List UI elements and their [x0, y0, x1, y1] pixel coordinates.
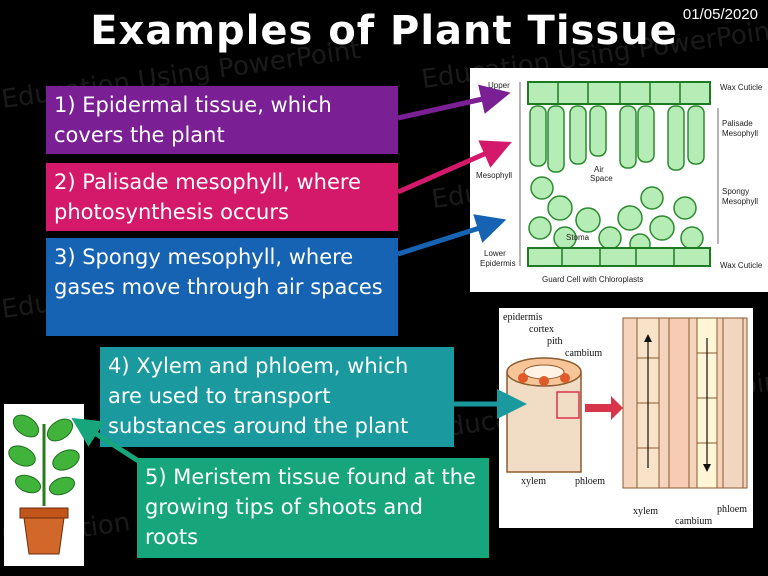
zoom-arrow-icon: [585, 396, 623, 420]
box-meristem-tissue: 5) Meristem tissue found at the growing …: [137, 458, 489, 558]
lower-epidermis-cells: [527, 247, 711, 267]
vascular-tissue-detail: [622, 317, 748, 489]
arrow-meristem: [71, 417, 142, 465]
epidermis-label: Epidermis: [480, 259, 516, 268]
guard-cell-label: Guard Cell with Chloroplasts: [542, 275, 643, 284]
box-xylem-phloem: 4) Xylem and phloem, which are used to t…: [100, 347, 454, 447]
lower-label: Lower: [484, 249, 506, 258]
cambium-top-label: cambium: [565, 348, 602, 359]
palisade-cells: [529, 105, 705, 173]
slide-date: 01/05/2020: [682, 6, 758, 23]
stem-cylinder: [506, 357, 582, 473]
box-palisade-mesophyll: 2) Palisade mesophyll, where photosynthe…: [46, 163, 398, 231]
space-label: Space: [590, 174, 613, 183]
potted-plant-image: [4, 404, 84, 566]
arrow-spongy: [397, 214, 507, 257]
cortex-label: cortex: [529, 324, 554, 335]
cambium-bottom-label: cambium: [675, 516, 712, 527]
wax-cuticle-bottom-label: Wax Cuticle: [720, 261, 763, 270]
palisade-label-2: Mesophyll: [722, 129, 758, 138]
arrow-palisade: [396, 140, 512, 195]
leaf-diagram: Upper Wax Cuticle Palisade Mesophyll Mes…: [470, 68, 768, 292]
phloem-bottom-label: phloem: [717, 504, 747, 515]
xylem-bottom-label: xylem: [633, 506, 658, 517]
spongy-cells: [528, 176, 704, 255]
plant-leaves: [8, 414, 80, 496]
pith-label: pith: [547, 336, 563, 347]
arrow-epidermis: [397, 84, 511, 121]
epidermis-label: epidermis: [503, 312, 543, 323]
air-label: Air: [594, 165, 604, 174]
wax-cuticle-top-label: Wax Cuticle: [720, 83, 763, 92]
palisade-label: Palisade: [722, 119, 753, 128]
spongy-label-2: Mesophyll: [722, 197, 758, 206]
upper-epidermis-cells: [527, 81, 711, 105]
stoma-label: Stoma: [566, 233, 590, 242]
box-epidermal-tissue: 1) Epidermal tissue, which covers the pl…: [46, 86, 398, 154]
mesophyll-label: Mesophyll: [476, 171, 512, 180]
plant-pot: [19, 507, 69, 555]
box-spongy-mesophyll: 3) Spongy mesophyll, where gases move th…: [46, 238, 398, 336]
spongy-label: Spongy: [722, 187, 749, 196]
slide-title: Examples of Plant Tissue: [90, 8, 678, 54]
phloem-left-label: phloem: [575, 476, 605, 487]
xylem-left-label: xylem: [521, 476, 546, 487]
stem-diagram: epidermis cortex pith cambium xylem phlo…: [499, 308, 753, 528]
